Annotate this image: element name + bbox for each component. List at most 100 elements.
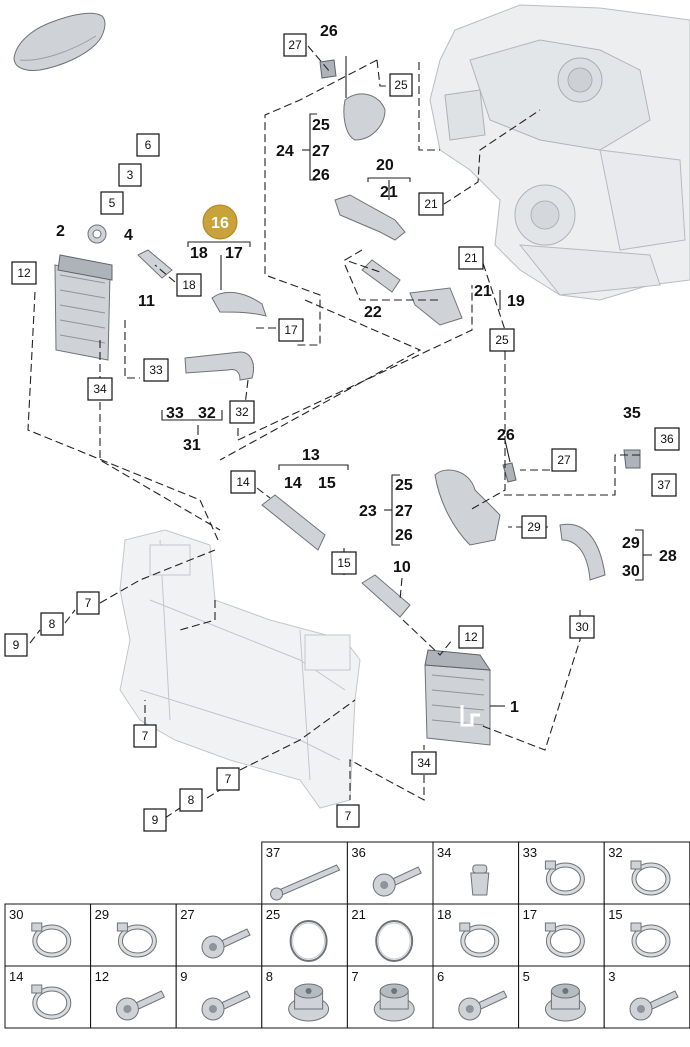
parts-table-cell[interactable]: 7: [346, 965, 434, 1029]
callout-7[interactable]: 7: [336, 804, 360, 828]
engine-block: [429, 4, 690, 301]
callout-7[interactable]: 7: [133, 724, 157, 748]
parts-table-cell[interactable]: 32: [603, 841, 690, 905]
callout-8[interactable]: 8: [179, 788, 203, 812]
label-30: 30: [622, 563, 640, 580]
parts-table-cell[interactable]: 25: [261, 903, 348, 967]
svg-text:8: 8: [49, 617, 56, 631]
label-26: 26: [497, 427, 515, 444]
parts-table-cell[interactable]: 3: [603, 965, 690, 1029]
grommet-pin-icon: [470, 864, 490, 896]
callout-9[interactable]: 9: [4, 633, 28, 657]
label-27: 27: [395, 503, 413, 520]
callout-21[interactable]: 21: [418, 192, 444, 216]
parts-table-cell[interactable]: 9: [175, 965, 263, 1029]
callout-8[interactable]: 8: [40, 612, 64, 636]
parts-table-cell[interactable]: 12: [90, 965, 177, 1029]
parts-table-cell[interactable]: 33: [518, 841, 605, 905]
svg-text:33: 33: [149, 363, 163, 377]
callout-12[interactable]: 12: [458, 625, 484, 649]
hose-clamp-icon: [459, 922, 500, 958]
parts-table-number: 3: [608, 969, 615, 984]
pipe-22: [361, 259, 401, 293]
label-25: 25: [395, 477, 413, 494]
hose-clamp-icon: [31, 984, 72, 1020]
turbo-outlet-24: [343, 93, 386, 141]
svg-text:29: 29: [527, 520, 541, 534]
sensor-26: [502, 462, 517, 483]
callout-15[interactable]: 15: [331, 551, 357, 575]
label-35: 35: [623, 405, 641, 422]
callout-3[interactable]: 3: [118, 163, 142, 187]
parts-table-cell[interactable]: 15: [603, 903, 690, 967]
label-14: 14: [284, 475, 302, 492]
svg-text:5: 5: [109, 196, 116, 210]
pipe-20: [334, 194, 406, 241]
parts-table-cell[interactable]: 36: [346, 841, 434, 905]
callout-34[interactable]: 34: [87, 377, 113, 401]
grommet-4: [87, 224, 107, 244]
hose-clamp-icon: [630, 922, 671, 958]
parts-table-number: 33: [523, 845, 537, 860]
hose-11: [137, 249, 173, 279]
parts-table-cell[interactable]: 14: [4, 965, 92, 1029]
callout-25[interactable]: 25: [489, 328, 515, 352]
callout-12[interactable]: 12: [11, 261, 37, 285]
label-13: 13: [302, 447, 320, 464]
sensor-35: [623, 449, 641, 469]
rubber-mount-icon: [373, 983, 415, 1022]
hose-10: [361, 574, 411, 618]
parts-table-cell[interactable]: 18: [432, 903, 520, 967]
callout-27[interactable]: 27: [283, 33, 307, 57]
svg-text:30: 30: [575, 620, 589, 634]
parts-table-number: 37: [266, 845, 280, 860]
parts-table-cell[interactable]: 17: [518, 903, 605, 967]
bolt-icon: [629, 990, 679, 1021]
bolt-icon: [372, 866, 422, 897]
parts-table-cell[interactable]: 30: [4, 903, 92, 967]
label-23: 23: [359, 503, 377, 520]
svg-text:12: 12: [464, 630, 478, 644]
callout-36[interactable]: 36: [654, 427, 680, 451]
parts-table-number: 12: [95, 969, 109, 984]
svg-text:25: 25: [495, 333, 509, 347]
svg-text:9: 9: [152, 813, 159, 827]
svg-text:7: 7: [225, 772, 232, 786]
callout-30[interactable]: 30: [569, 615, 595, 639]
callout-7[interactable]: 7: [216, 767, 240, 791]
highlight-badge[interactable]: 16: [202, 204, 238, 240]
callout-37[interactable]: 37: [651, 473, 677, 497]
parts-table-number: 15: [608, 907, 622, 922]
callout-21[interactable]: 21: [458, 246, 484, 270]
charge-hose-31: [184, 351, 254, 381]
callout-17[interactable]: 17: [278, 318, 304, 342]
svg-text:7: 7: [142, 729, 149, 743]
callout-5[interactable]: 5: [100, 191, 124, 215]
svg-text:27: 27: [557, 453, 571, 467]
label-10: 10: [393, 559, 411, 576]
callout-29[interactable]: 29: [521, 515, 547, 539]
callout-33[interactable]: 33: [143, 358, 169, 382]
callout-14[interactable]: 14: [230, 470, 256, 494]
parts-table-cell[interactable]: 34: [432, 841, 520, 905]
parts-table-cell[interactable]: 21: [346, 903, 434, 967]
callout-7[interactable]: 7: [76, 591, 100, 615]
rubber-mount-icon: [288, 983, 330, 1022]
parts-table-cell[interactable]: 8: [261, 965, 348, 1029]
callout-32[interactable]: 32: [229, 400, 255, 424]
callout-18[interactable]: 18: [176, 273, 202, 297]
svg-text:8: 8: [188, 793, 195, 807]
highlight-number: 16: [211, 215, 229, 232]
parts-table-cell[interactable]: 37: [261, 841, 348, 905]
parts-table-cell[interactable]: 5: [518, 965, 605, 1029]
callout-25[interactable]: 25: [389, 73, 413, 97]
callout-27[interactable]: 27: [551, 448, 577, 472]
svg-text:32: 32: [235, 405, 249, 419]
parts-table-cell[interactable]: 27: [175, 903, 263, 967]
callout-6[interactable]: 6: [136, 133, 160, 157]
callout-9[interactable]: 9: [143, 808, 167, 832]
parts-table-cell[interactable]: 29: [90, 903, 177, 967]
parts-table-cell[interactable]: 6: [432, 965, 520, 1029]
label-31: 31: [183, 437, 201, 454]
callout-34[interactable]: 34: [411, 751, 437, 775]
